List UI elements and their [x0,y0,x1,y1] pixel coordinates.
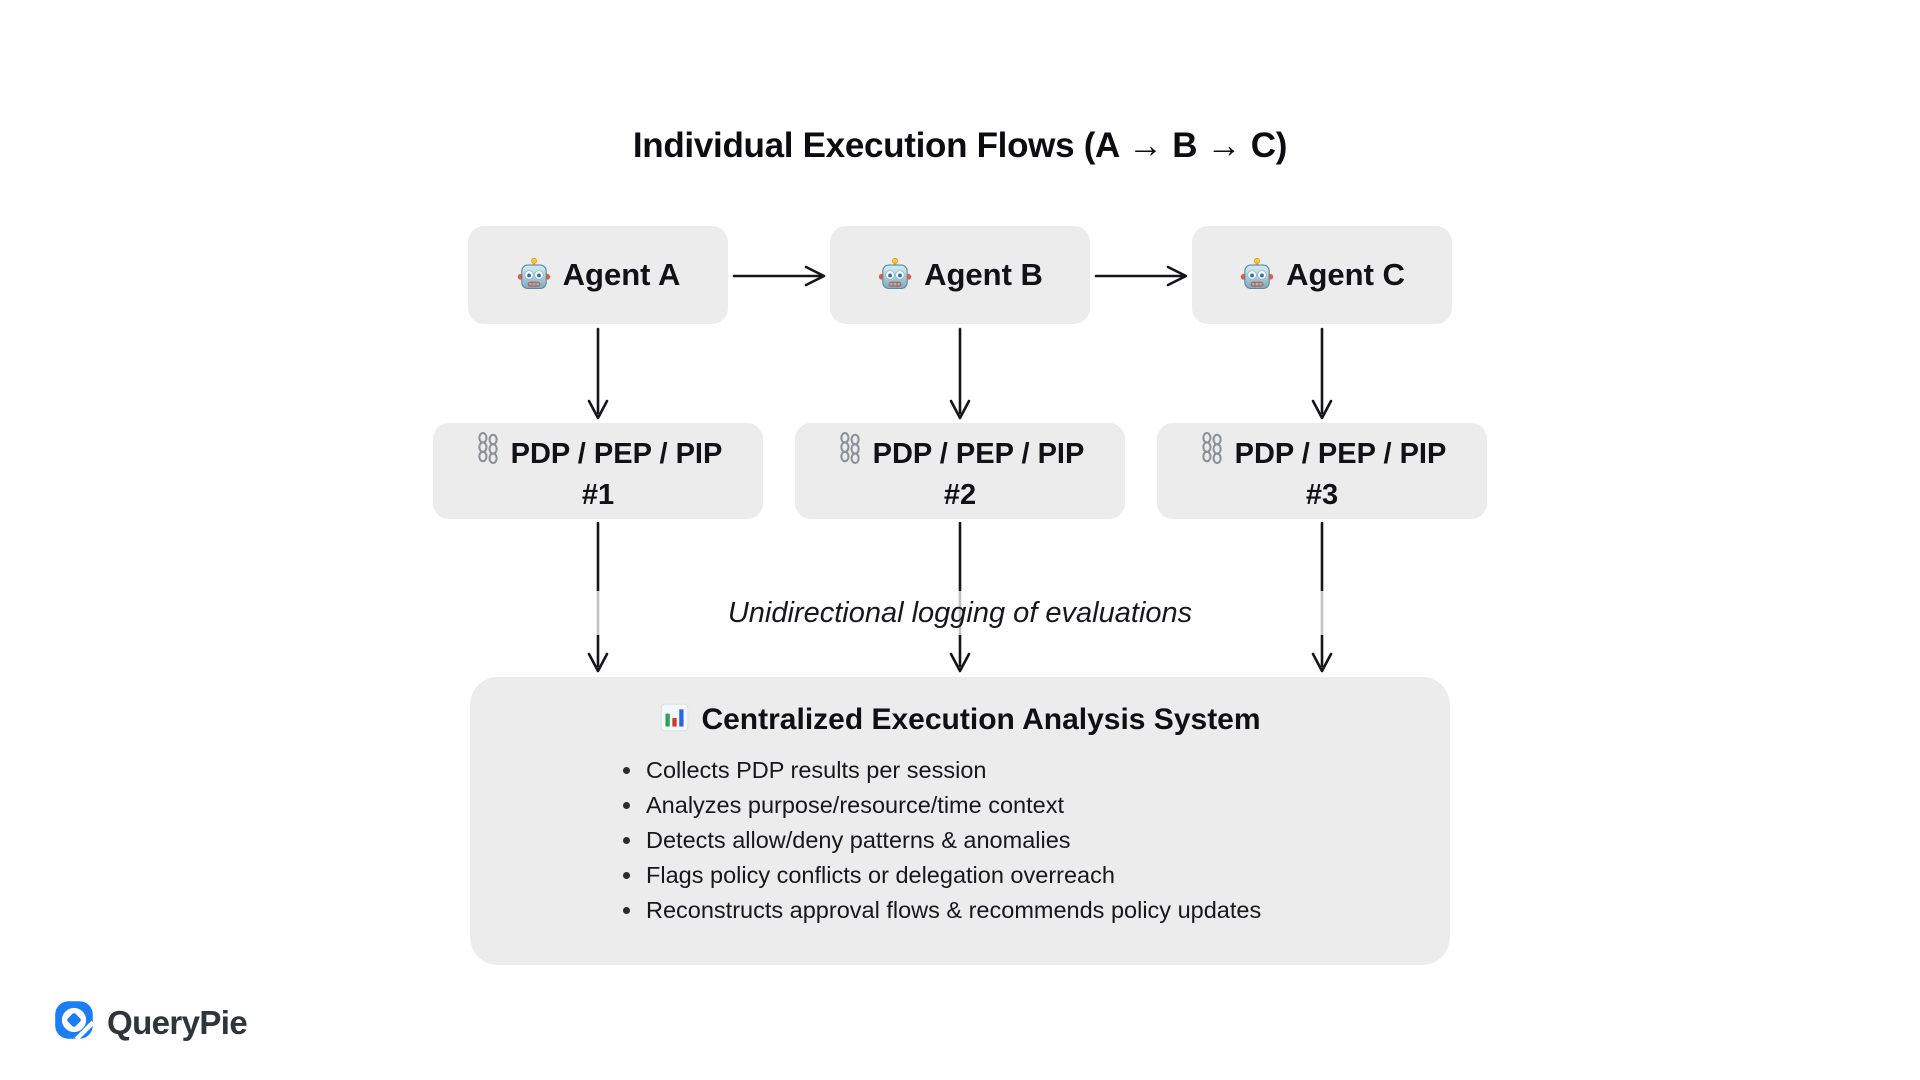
agent-b-label: Agent B [924,257,1043,292]
pdp-3-label: PDP / PEP / PIP [1234,438,1447,470]
brand-name: QueryPie [107,1003,248,1041]
bullet-dot [623,802,630,809]
list-item: Reconstructs approval flows & recommends… [623,893,1450,928]
bar-chart-icon [659,702,690,738]
arrow-agent-b-to-pdp2 [949,327,971,420]
pdp-1-label: PDP / PEP / PIP [510,438,723,470]
pdp-node-2: PDP / PEP / PIP #2 [795,423,1125,519]
bullet-dot [623,872,630,879]
querypie-logo-icon [52,998,96,1047]
pdp-2-number: #2 [943,478,977,511]
arrow-agent-a-to-pdp1 [587,327,609,420]
pdp-1-number: #1 [581,478,615,511]
pdp-node-3: PDP / PEP / PIP #3 [1157,423,1487,519]
agent-c-label: Agent C [1286,257,1405,292]
flow-note-band: Unidirectional logging of evaluations [470,591,1450,635]
analysis-system-title: Centralized Execution Analysis System [701,703,1261,736]
agent-a-label: Agent A [562,257,681,292]
bullet-dot [623,907,630,914]
chains-icon [1198,431,1226,478]
arrow-agent-c-to-pdp3 [1311,327,1333,420]
robot-icon [877,257,913,293]
pdp-node-1: PDP / PEP / PIP #1 [433,423,763,519]
pdp-3-number: #3 [1305,478,1339,511]
flow-note: Unidirectional logging of evaluations [727,596,1193,629]
robot-icon [1239,257,1275,293]
list-item: Flags policy conflicts or delegation ove… [623,858,1450,893]
analysis-bullet-list: Collects PDP results per session Analyze… [470,753,1450,928]
chains-icon [474,431,502,478]
list-item: Analyzes purpose/resource/time context [623,788,1450,823]
agent-b-node: Agent B [830,226,1090,324]
bullet-dot [623,837,630,844]
bullet-dot [623,767,630,774]
list-item: Detects allow/deny patterns & anomalies [623,823,1450,858]
analysis-system-header: Centralized Execution Analysis System [470,702,1450,738]
arrow-agent-a-to-b [732,265,826,287]
chains-icon [836,431,864,478]
arrow-agent-b-to-c [1094,265,1188,287]
agent-c-node: Agent C [1192,226,1452,324]
pdp-2-label: PDP / PEP / PIP [872,438,1085,470]
brand-logo: QueryPie [52,998,248,1047]
analysis-system-box: Centralized Execution Analysis System Co… [470,677,1450,965]
robot-icon [516,257,552,293]
list-item: Collects PDP results per session [623,753,1450,788]
diagram-title: Individual Execution Flows (A → B → C) [632,126,1288,165]
agent-a-node: Agent A [468,226,728,324]
